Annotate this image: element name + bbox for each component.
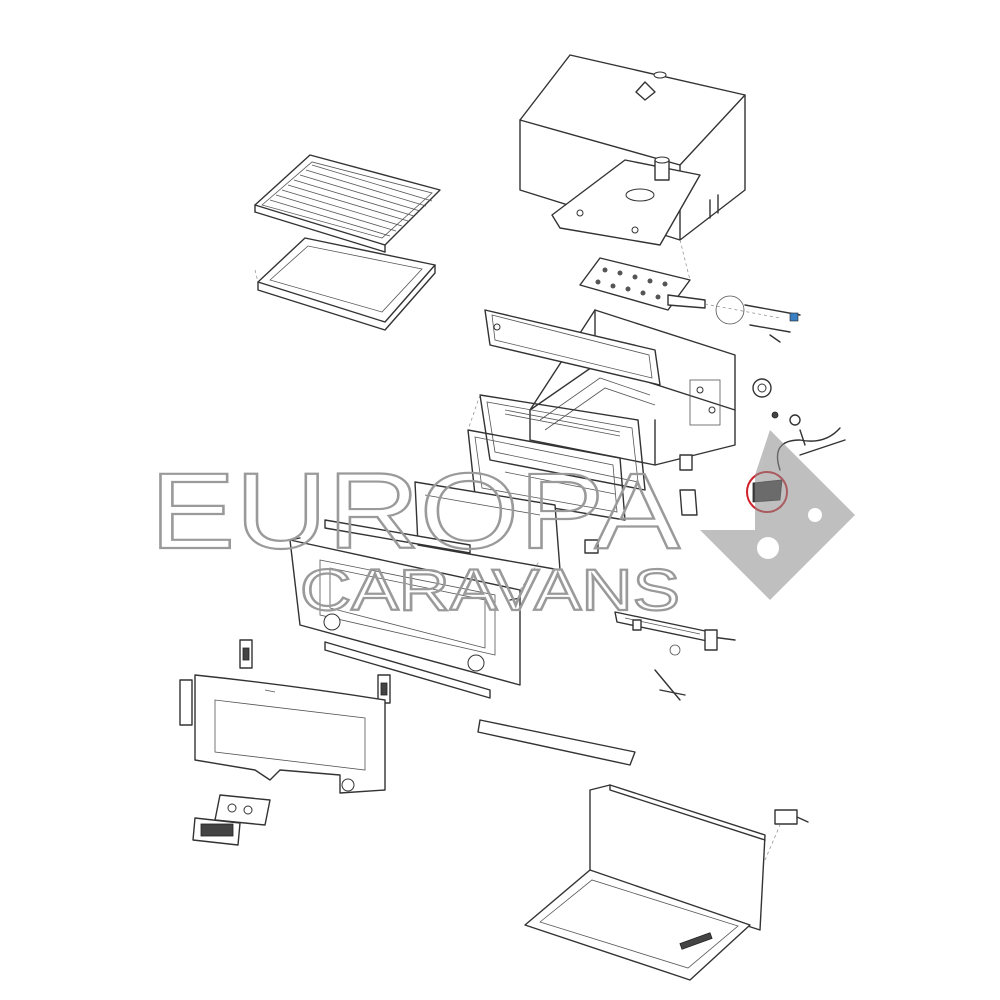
brand-watermark: EUROPA CARAVANS [149, 430, 855, 624]
control-rail [614, 611, 736, 701]
base-tray [524, 784, 809, 981]
caravan-badge-icon [700, 430, 855, 600]
drip-tray [257, 237, 436, 331]
door-frame [289, 519, 521, 699]
burner-assembly [579, 257, 801, 343]
front-door [194, 674, 386, 794]
trim-strip [477, 719, 636, 766]
back-panel [484, 309, 661, 386]
control-plates [192, 794, 271, 846]
brand-bottom-text: CARAVANS [300, 558, 680, 623]
inner-door-frame [467, 394, 646, 521]
assembly-guides [254, 239, 691, 591]
grill-rack [254, 154, 441, 253]
brand-top-text: EUROPA [150, 450, 680, 571]
outer-casing [519, 54, 746, 246]
